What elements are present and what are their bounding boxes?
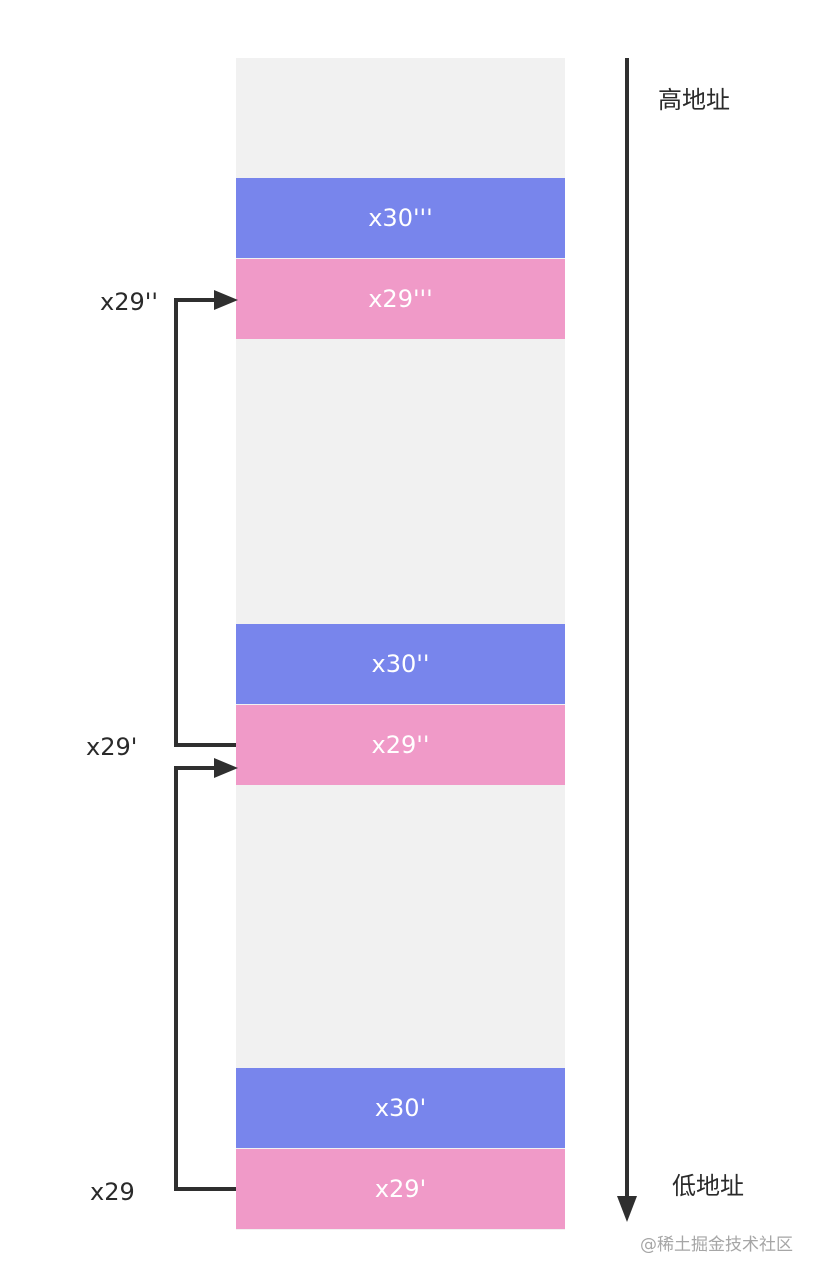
address-direction-arrowhead xyxy=(617,1196,637,1222)
frame-label: x29'' xyxy=(371,731,430,759)
side-label-bottom: x29 xyxy=(90,1178,135,1206)
frame-x29-bottom: x29' xyxy=(236,1149,565,1229)
frame-label: x30'' xyxy=(371,650,430,678)
frame-x29-middle: x29'' xyxy=(236,705,565,785)
side-label-top: x29'' xyxy=(100,288,158,316)
frame-label: x29' xyxy=(374,1175,427,1203)
frame-link-arrowhead-middle xyxy=(214,758,238,778)
frame-x29-top: x29''' xyxy=(236,259,565,339)
frame-x30-bottom: x30' xyxy=(236,1068,565,1148)
frame-link-bottom-to-middle xyxy=(174,766,236,1191)
frame-label: x30' xyxy=(374,1094,427,1122)
frame-label: x30''' xyxy=(368,204,433,232)
low-address-label: 低地址 xyxy=(672,1172,744,1200)
high-address-label: 高地址 xyxy=(658,86,730,114)
frame-x30-top: x30''' xyxy=(236,178,565,258)
frame-label: x29''' xyxy=(368,285,433,313)
frame-link-middle-to-top xyxy=(174,298,236,747)
side-label-middle: x29' xyxy=(86,733,138,761)
frame-x30-middle: x30'' xyxy=(236,624,565,704)
frame-link-arrowhead-top xyxy=(214,290,238,310)
watermark: @稀土掘金技术社区 xyxy=(640,1235,793,1255)
